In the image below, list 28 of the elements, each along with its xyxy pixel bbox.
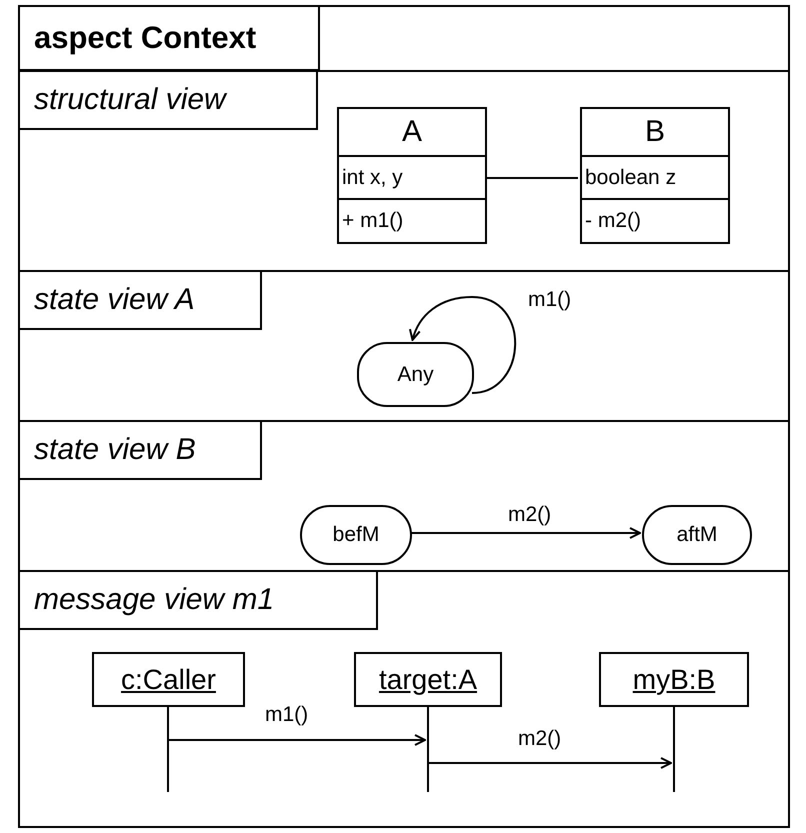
view-title: state view A <box>18 270 262 330</box>
lifeline <box>673 707 675 792</box>
state-box: Any <box>357 342 474 407</box>
object-box: target:A <box>354 652 502 707</box>
frame-border <box>18 5 790 828</box>
object-box: c:Caller <box>92 652 245 707</box>
class-box <box>337 107 487 244</box>
class-box <box>580 107 730 244</box>
view-title: message view m1 <box>18 570 378 630</box>
association-line <box>485 177 578 179</box>
frame-title: aspect Context <box>18 5 320 71</box>
arrow <box>410 527 641 539</box>
view-title: state view B <box>18 420 262 480</box>
object-box: myB:B <box>599 652 749 707</box>
class-name: B <box>582 109 728 157</box>
arrow <box>427 757 672 769</box>
lifeline <box>427 707 429 792</box>
class-operation: - m2() <box>584 208 642 234</box>
class-name: A <box>339 109 485 157</box>
view-title: structural view <box>18 70 318 130</box>
state-box: befM <box>300 505 412 565</box>
class-attribute: boolean z <box>582 157 728 200</box>
state-box: aftM <box>642 505 752 565</box>
self-transition-arrow <box>410 296 516 394</box>
lifeline <box>167 707 169 792</box>
arrow <box>167 734 426 746</box>
class-attribute: int x, y <box>339 157 485 200</box>
class-operation: + m1() <box>341 208 404 234</box>
